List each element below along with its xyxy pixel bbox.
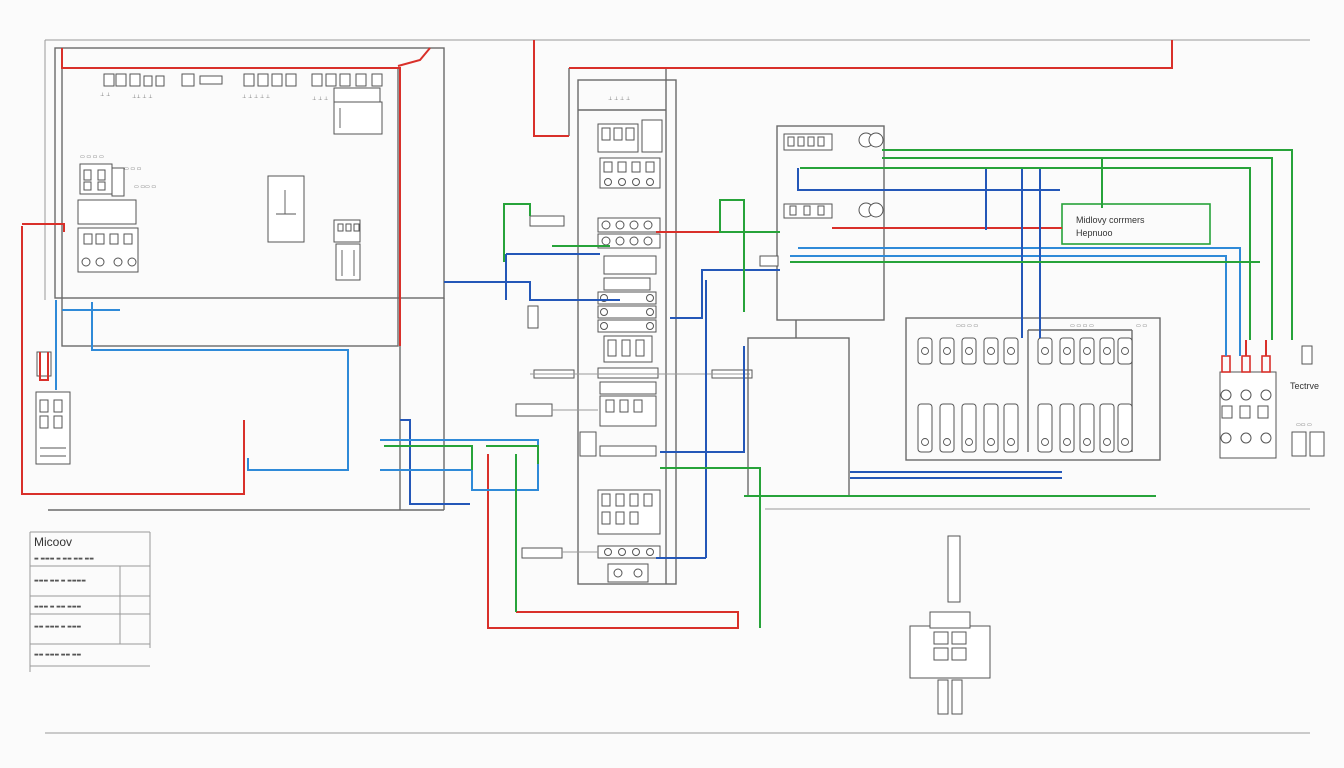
far-right-fuse-bank: ▭▭ ▭ xyxy=(1219,345,1325,459)
breaker-cell-terminal xyxy=(1063,438,1071,446)
upper-right-controller xyxy=(747,125,885,497)
legend-title: Micoov xyxy=(34,535,72,549)
breaker-cell-terminal xyxy=(1103,347,1111,355)
svg-text:⊥ ⊥: ⊥ ⊥ xyxy=(100,92,110,98)
breaker-cell-terminal xyxy=(921,438,929,446)
breaker-cell-terminal xyxy=(1007,438,1015,446)
left-relay-cluster: ▭ ▭ ▭ ▭ ▭ ▭ ▭ ▭ ▭▭ ▭ xyxy=(77,154,156,273)
breaker-cell-terminal xyxy=(1121,347,1129,355)
svg-text:⊥⊥ ⊥ ⊥: ⊥⊥ ⊥ ⊥ xyxy=(132,94,153,100)
breaker-cell-terminal xyxy=(1007,347,1015,355)
breaker-cell xyxy=(1079,337,1095,365)
breaker-cell-terminal xyxy=(1063,347,1071,355)
breaker-cell xyxy=(1003,403,1019,453)
breaker-cell-terminal xyxy=(921,347,929,355)
breaker-cell-terminal xyxy=(1121,438,1129,446)
breaker-cell-terminal xyxy=(965,347,973,355)
breaker-cell xyxy=(1099,337,1115,365)
breaker-cell xyxy=(1059,337,1075,365)
center-distribution-rail: ⊥ ⊥ ⊥ ⊥ xyxy=(515,67,753,585)
breaker-cell-terminal xyxy=(943,438,951,446)
breaker-cell xyxy=(961,337,977,365)
svg-text:▭▭ ▭ ▭: ▭▭ ▭ ▭ xyxy=(956,323,978,329)
svg-text:▭ ▭ ▭: ▭ ▭ ▭ xyxy=(124,166,142,172)
left-terminal-block xyxy=(35,351,71,465)
svg-text:▭ ▭: ▭ ▭ xyxy=(1136,323,1147,329)
breaker-cell-terminal xyxy=(1041,438,1049,446)
breaker-cell xyxy=(1037,403,1053,453)
svg-text:▬▬▬ ▬▬ ▬ ▬▬▬▬: ▬▬▬ ▬▬ ▬ ▬▬▬▬ xyxy=(34,578,86,584)
svg-text:▬▬▬ ▬ ▬▬ ▬▬▬: ▬▬▬ ▬ ▬▬ ▬▬▬ xyxy=(34,604,82,610)
breaker-cell xyxy=(917,337,933,365)
breaker-cell xyxy=(1059,403,1075,453)
breaker-cell xyxy=(961,403,977,453)
breaker-cell-terminal xyxy=(965,438,973,446)
module-label-line-1: Midlovy corrmers xyxy=(1076,215,1145,225)
breaker-cell xyxy=(983,337,999,365)
svg-text:▬▬ ▬▬▬ ▬▬ ▬▬: ▬▬ ▬▬▬ ▬▬ ▬▬ xyxy=(34,652,82,658)
breaker-cell-terminal xyxy=(1083,347,1091,355)
breaker-cell xyxy=(939,403,955,453)
right-connector-block xyxy=(333,219,361,281)
svg-text:⊥ ⊥ ⊥ ⊥: ⊥ ⊥ ⊥ ⊥ xyxy=(608,96,630,102)
module-label-line-2: Hepnuoo xyxy=(1076,228,1113,238)
rail-lower-modules xyxy=(597,489,661,583)
breaker-cell xyxy=(1117,403,1133,453)
breaker-cells xyxy=(917,337,1133,453)
bottom-connector xyxy=(909,535,991,715)
breaker-cell xyxy=(1117,337,1133,365)
breaker-cell xyxy=(983,403,999,453)
breaker-cell-terminal xyxy=(987,347,995,355)
center-meter-device xyxy=(267,175,305,243)
blue-wires xyxy=(55,168,1241,559)
svg-text:▭ ▭ ▭ ▭: ▭ ▭ ▭ ▭ xyxy=(80,154,104,160)
breaker-cell-terminal xyxy=(943,347,951,355)
breaker-cell-terminal xyxy=(1041,347,1049,355)
labeled-module xyxy=(1061,203,1211,245)
breaker-cell-terminal xyxy=(1103,438,1111,446)
breaker-cell xyxy=(1079,403,1095,453)
breaker-cell-terminal xyxy=(1083,438,1091,446)
green-wires xyxy=(384,149,1293,628)
top-terminal-strip: ⊥ ⊥ ⊥⊥ ⊥ ⊥ ⊥ ⊥ ⊥ ⊥ ⊥ ⊥ ⊥ ⊥ xyxy=(100,73,383,135)
svg-text:▭ ▭▭ ▭: ▭ ▭▭ ▭ xyxy=(134,184,156,190)
breaker-cell xyxy=(1003,337,1019,365)
breaker-cell xyxy=(1099,403,1115,453)
rail-upper-modules xyxy=(597,119,663,189)
svg-text:▭▭ ▭: ▭▭ ▭ xyxy=(1296,422,1312,428)
breaker-cell xyxy=(917,403,933,453)
legend-table: ▬ ▬▬▬ ▬ ▬▬ ▬▬ ▬▬ ▬▬▬ ▬▬ ▬ ▬▬▬▬ ▬▬▬ ▬ ▬▬ … xyxy=(29,531,151,672)
main-control-panel: ⊥ ⊥ ⊥⊥ ⊥ ⊥ ⊥ ⊥ ⊥ ⊥ ⊥ ⊥ ⊥ ⊥ ▭ ▭ ▭ ▭ ▭ ▭ ▭ xyxy=(48,47,445,511)
right-label: Tectrve xyxy=(1290,381,1319,391)
svg-text:⊥ ⊥ ⊥ ⊥ ⊥: ⊥ ⊥ ⊥ ⊥ ⊥ xyxy=(242,94,270,100)
svg-text:▭ ▭ ▭ ▭: ▭ ▭ ▭ ▭ xyxy=(1070,323,1094,329)
svg-text:▬▬ ▬▬▬ ▬ ▬▬▬: ▬▬ ▬▬▬ ▬ ▬▬▬ xyxy=(34,624,82,630)
page-border-lines xyxy=(44,39,1310,734)
svg-text:⊥ ⊥ ⊥: ⊥ ⊥ ⊥ xyxy=(312,96,328,102)
right-breaker-panel: ▭▭ ▭ ▭ ▭ ▭ ▭ ▭ ▭ ▭ xyxy=(905,317,1161,461)
breaker-cell-terminal xyxy=(987,438,995,446)
svg-text:▬ ▬▬▬ ▬ ▬▬ ▬▬ ▬▬: ▬ ▬▬▬ ▬ ▬▬ ▬▬ ▬▬ xyxy=(34,556,94,562)
breaker-cell xyxy=(939,337,955,365)
breaker-cell xyxy=(1037,337,1053,365)
